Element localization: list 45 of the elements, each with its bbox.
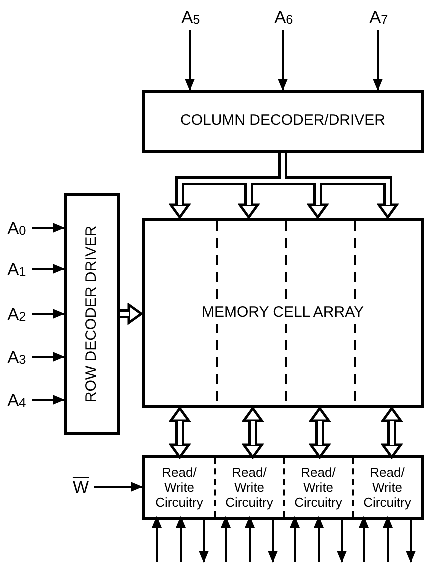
arrow — [221, 516, 231, 562]
cell-label: Read/ Write Circuitry — [362, 465, 412, 510]
arrow — [373, 30, 383, 91]
signal-label: A$_{3}$ — [2, 344, 32, 370]
decoder-box — [64, 193, 120, 435]
arrow — [406, 517, 416, 563]
arrow — [32, 395, 65, 405]
arrow — [32, 264, 65, 274]
signal-label: A$_{4}$ — [2, 387, 32, 413]
signal-label: A$_{1}$ — [2, 256, 32, 282]
arrow — [337, 517, 347, 563]
arrow — [32, 352, 65, 362]
signal-label: A$_{2}$ — [2, 301, 32, 327]
arrow — [185, 30, 195, 91]
bus-arrow — [242, 407, 264, 459]
arrow — [383, 516, 393, 562]
box-label: COLUMN DECODER/DRIVER — [180, 111, 386, 132]
bus-arrow — [310, 407, 330, 459]
signal-label: A$_{5}$ — [176, 4, 206, 30]
signal-label: A$_{6}$ — [269, 4, 299, 30]
cell-label: Read/ Write Circuitry — [224, 465, 274, 510]
arrow — [94, 482, 143, 492]
arrow — [152, 516, 162, 562]
arrow — [176, 516, 186, 562]
arrow — [199, 517, 209, 563]
arrow — [268, 517, 278, 563]
decoder-box — [142, 90, 424, 153]
arrow — [290, 516, 300, 562]
arrow — [278, 30, 288, 91]
bus-arrow — [170, 407, 190, 459]
box-label: ROW DECODER DRIVER — [82, 226, 101, 402]
signal-label: W — [68, 474, 94, 500]
arrow — [359, 516, 369, 562]
arrow — [314, 516, 324, 562]
arrow — [245, 516, 255, 562]
arrow — [32, 309, 65, 319]
circuitry-block — [142, 455, 424, 520]
signal-label: A$_{7}$ — [364, 4, 394, 30]
bus-arrow — [382, 407, 402, 459]
bus-arrow — [120, 304, 143, 324]
arrow — [32, 223, 65, 233]
cell-label: Read/ Write Circuitry — [294, 465, 344, 510]
memory-array-box — [142, 218, 424, 408]
cell-label: Read/ Write Circuitry — [154, 465, 204, 510]
signal-label: A$_{0}$ — [2, 215, 32, 241]
